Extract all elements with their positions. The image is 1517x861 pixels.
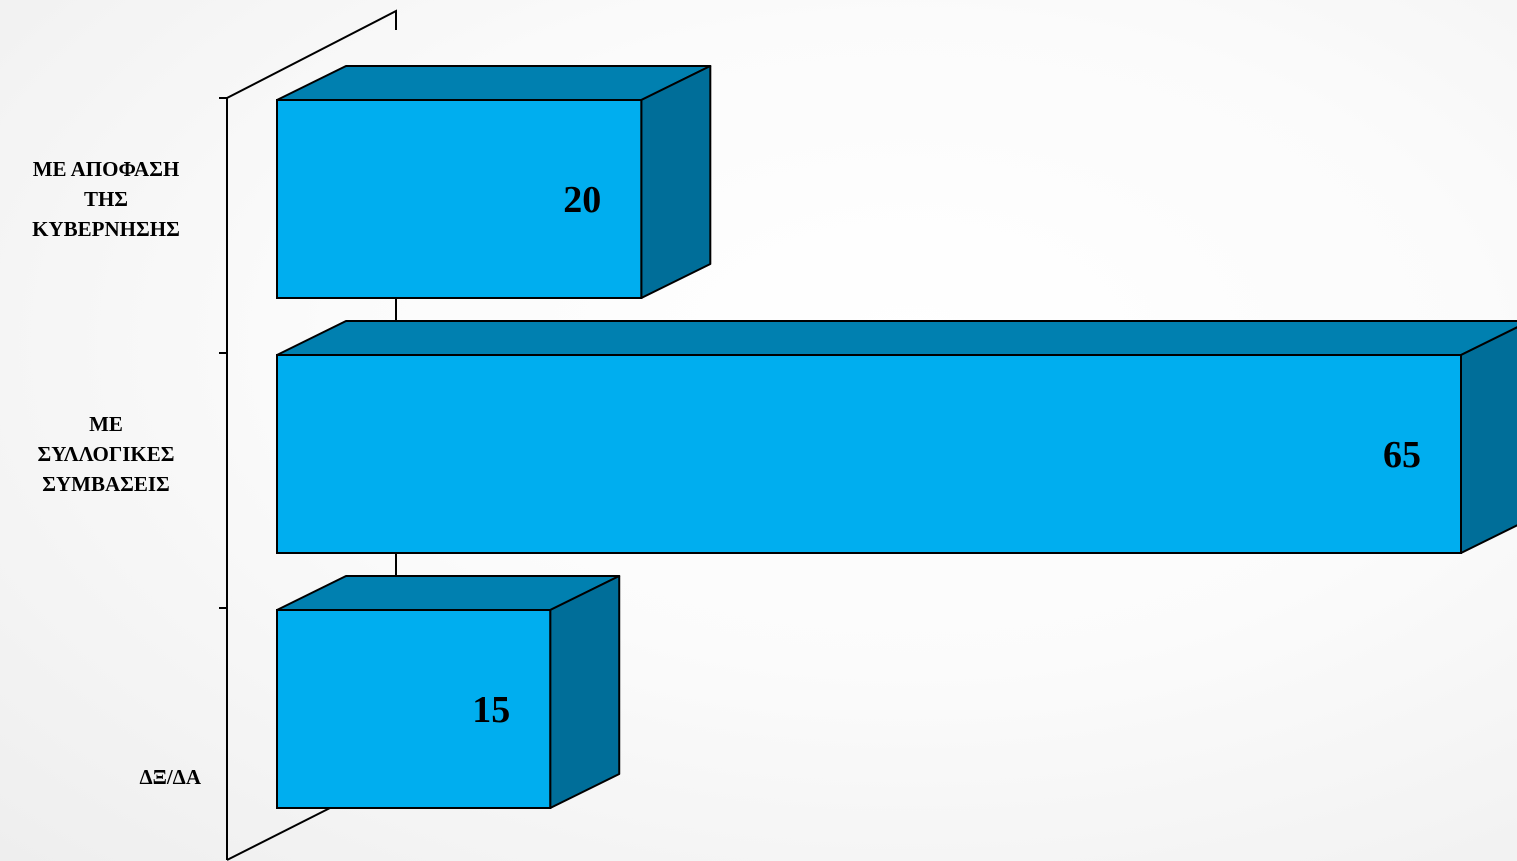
bar-front-face	[276, 354, 1462, 554]
floor-edge	[226, 807, 331, 861]
data-label: 20	[563, 179, 601, 221]
bar-front-face	[276, 609, 552, 809]
back-wall-outline	[226, 9, 397, 860]
category-label: ΔΞ/ΔΑ	[139, 765, 201, 789]
bars	[276, 65, 1517, 809]
bar-front-face	[276, 99, 643, 299]
axis-ticks	[219, 97, 227, 609]
category-label-line: ΤΗΣ	[84, 187, 128, 211]
bar-top-face	[276, 65, 712, 101]
bar-2	[276, 320, 1517, 554]
value-labels: 20 65 15	[472, 179, 1421, 731]
category-label-line: ΚΥΒΕΡΝΗΣΗΣ	[32, 217, 180, 241]
category-label-line: ΜΕ ΑΠΟΦΑΣΗ	[33, 157, 180, 181]
category-label: ΜΕ ΣΥΛΛΟΓΙΚΕΣ ΣΥΜΒΑΣΕΙΣ	[38, 412, 175, 496]
category-label-line: ΣΥΜΒΑΣΕΙΣ	[42, 472, 170, 496]
bar-side-face	[1460, 326, 1517, 554]
bar-3	[276, 575, 621, 809]
bar-top-face	[276, 320, 1517, 356]
data-label: 15	[472, 689, 510, 731]
bar-side-face	[549, 575, 621, 809]
data-label: 65	[1383, 434, 1421, 476]
chart-frame	[226, 9, 397, 861]
category-label-line: ΜΕ	[89, 412, 123, 436]
bar-side-face	[640, 65, 712, 299]
category-labels: ΜΕ ΑΠΟΦΑΣΗ ΤΗΣ ΚΥΒΕΡΝΗΣΗΣ ΜΕ ΣΥΛΛΟΓΙΚΕΣ ΣΥΜΒΑ…	[32, 157, 202, 789]
category-label-line: ΣΥΛΛΟΓΙΚΕΣ	[38, 442, 175, 466]
category-label-line: ΔΞ/ΔΑ	[139, 765, 201, 789]
category-label: ΜΕ ΑΠΟΦΑΣΗ ΤΗΣ ΚΥΒΕΡΝΗΣΗΣ	[32, 157, 180, 241]
bar-1	[276, 65, 712, 299]
